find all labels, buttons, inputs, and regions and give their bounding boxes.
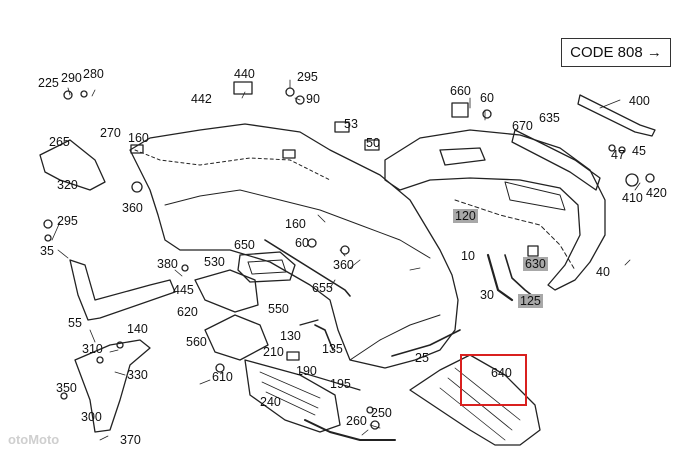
bumper-cover-shape [129, 123, 459, 369]
part-label-120: 120 [453, 209, 478, 223]
part-label-45: 45 [632, 144, 646, 158]
part-label-53: 53 [344, 117, 358, 131]
part-label-630: 630 [523, 257, 548, 271]
code-label: CODE 808 [570, 44, 643, 61]
diffuser-panel-shape [384, 129, 606, 291]
part-label-410: 410 [622, 191, 643, 205]
part-label-210: 210 [263, 345, 284, 359]
watermark: otoMoto [8, 432, 60, 447]
part-label-300: 300 [81, 410, 102, 424]
part-label-190: 190 [296, 364, 317, 378]
part-label-40: 40 [596, 265, 610, 279]
part-label-442: 442 [191, 92, 212, 106]
part-label-295b: 295 [57, 214, 78, 228]
part-label-370: 370 [120, 433, 141, 447]
code-box: CODE 808 → [561, 38, 671, 67]
part-label-225: 225 [38, 76, 59, 90]
part-label-125: 125 [518, 294, 543, 308]
part-label-380: 380 [157, 257, 178, 271]
part-label-10: 10 [461, 249, 475, 263]
part-label-290: 290 [61, 71, 82, 85]
part-label-270: 270 [100, 126, 121, 140]
part-label-130: 130 [280, 329, 301, 343]
part-label-55: 55 [68, 316, 82, 330]
part-label-320: 320 [57, 178, 78, 192]
part-label-35: 35 [40, 244, 54, 258]
part-label-655: 655 [312, 281, 333, 295]
exhaust-pipe-shape [204, 314, 269, 361]
part-label-265: 265 [49, 135, 70, 149]
part-label-260: 260 [346, 414, 367, 428]
part-label-360b: 360 [333, 258, 354, 272]
part-label-330: 330 [127, 368, 148, 382]
part-label-550: 550 [268, 302, 289, 316]
arrow-right-icon: → [646, 44, 662, 61]
exhaust-housing-shape [194, 269, 259, 313]
side-rail-shape [69, 259, 176, 321]
part-label-30: 30 [480, 288, 494, 302]
part-label-530: 530 [204, 255, 225, 269]
part-label-560: 560 [186, 335, 207, 349]
left-bracket-shape [39, 139, 106, 191]
part-label-440: 440 [234, 67, 255, 81]
part-label-660: 660 [450, 84, 471, 98]
part-label-640: 640 [491, 366, 512, 380]
undertray-shape [244, 359, 341, 433]
part-label-650: 650 [234, 238, 255, 252]
part-label-160b: 160 [285, 217, 306, 231]
part-label-47: 47 [611, 148, 625, 162]
part-label-670: 670 [512, 119, 533, 133]
part-label-90: 90 [306, 92, 320, 106]
part-label-310: 310 [82, 342, 103, 356]
part-label-280: 280 [83, 67, 104, 81]
lower-left-bracket-shape [74, 339, 151, 433]
part-label-635: 635 [539, 111, 560, 125]
part-label-195: 195 [330, 377, 351, 391]
exhaust-frame-shape [237, 251, 296, 283]
part-label-135: 135 [322, 342, 343, 356]
part-label-610: 610 [212, 370, 233, 384]
part-label-250: 250 [371, 406, 392, 420]
part-label-60b: 60 [295, 236, 309, 250]
part-label-160: 160 [128, 131, 149, 145]
part-label-25: 25 [415, 351, 429, 365]
highlight-box [460, 354, 527, 406]
trim-bar-upper [577, 94, 656, 137]
part-label-295: 295 [297, 70, 318, 84]
part-label-620: 620 [177, 305, 198, 319]
part-label-140: 140 [127, 322, 148, 336]
part-label-420: 420 [646, 186, 667, 200]
part-label-400: 400 [629, 94, 650, 108]
part-label-445: 445 [173, 283, 194, 297]
part-label-50: 50 [366, 136, 380, 150]
part-label-240: 240 [260, 395, 281, 409]
trim-bar-lower [511, 129, 601, 191]
part-label-350: 350 [56, 381, 77, 395]
part-label-60: 60 [480, 91, 494, 105]
part-label-360: 360 [122, 201, 143, 215]
